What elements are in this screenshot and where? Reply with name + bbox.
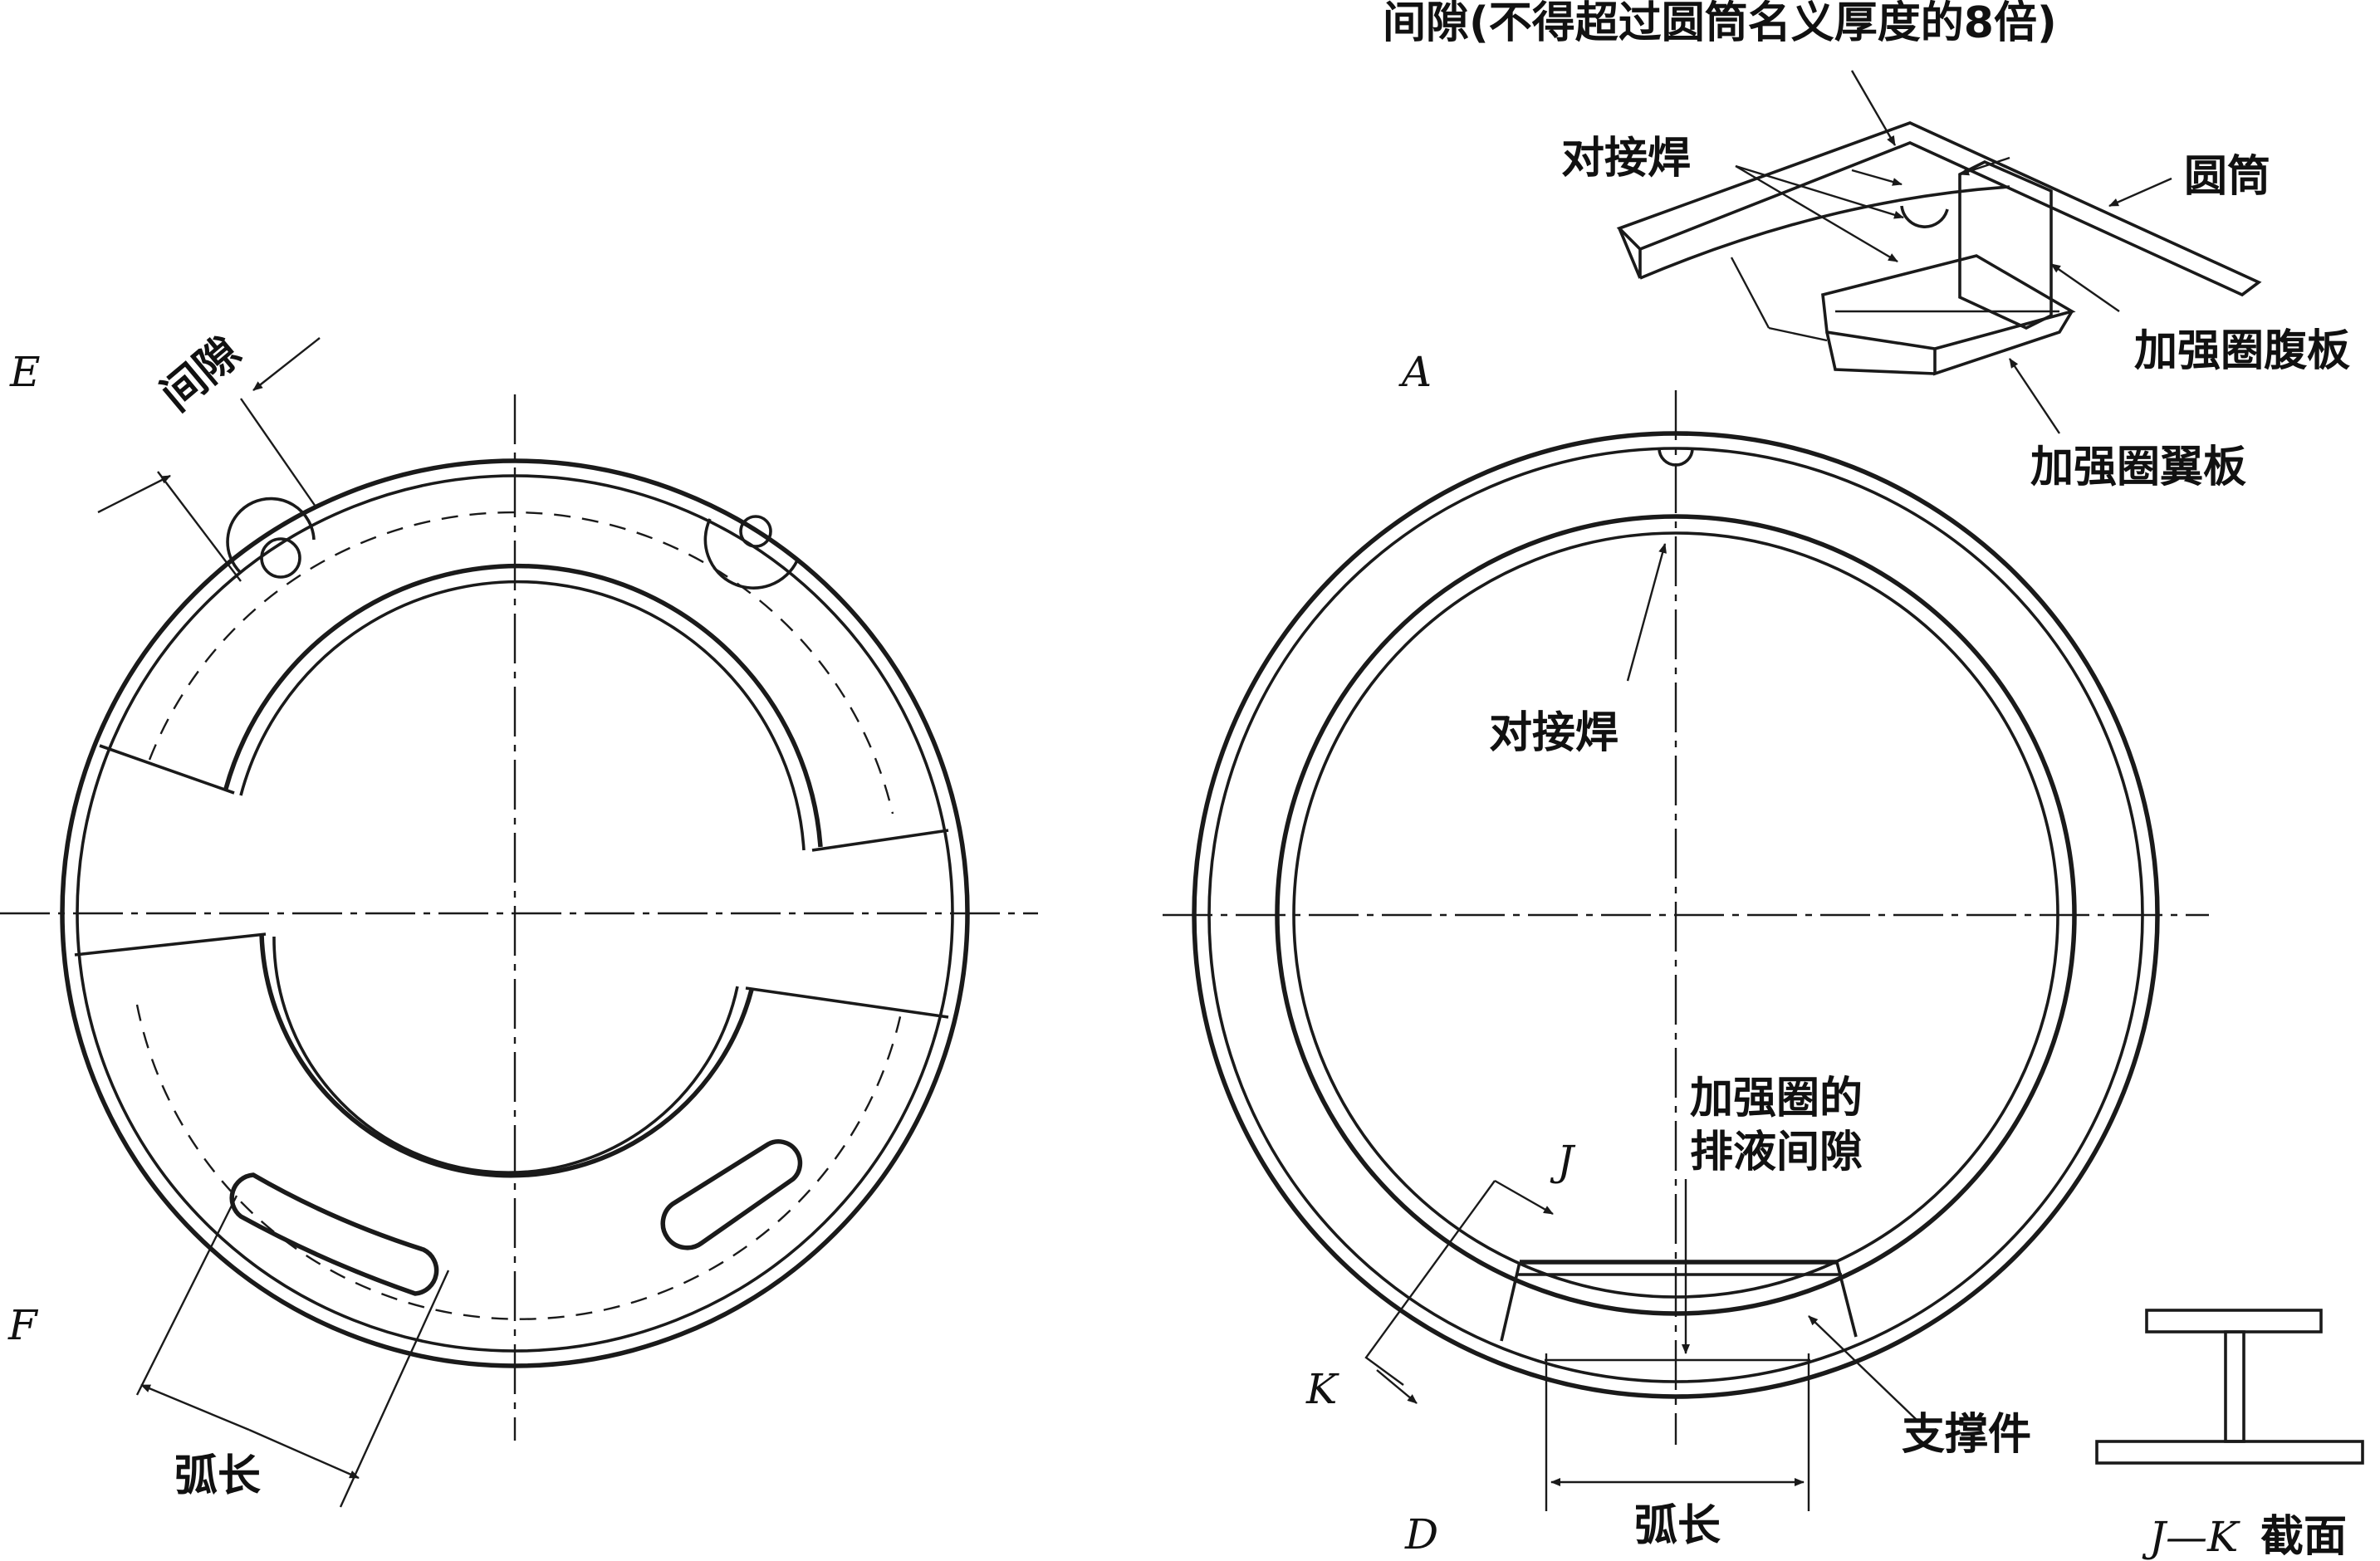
left-gap-dim-arrow-2 xyxy=(252,337,321,391)
right-ring-view xyxy=(1163,390,2209,1511)
left-arc-extension-2 xyxy=(339,1270,450,1508)
gap-note-label: 间隙(不得超过圆筒名义厚度的8倍) xyxy=(1383,0,2057,48)
left-hole-cutout-left xyxy=(226,497,316,575)
iso-gap-arrow-1 xyxy=(1851,169,1903,186)
support-left-edge xyxy=(1500,1261,1521,1342)
drain-gap-label-line1: 加强圈的 xyxy=(1690,1074,1863,1123)
flange-label: 加强圈翼板 xyxy=(2030,443,2246,492)
top-weld-leader-2 xyxy=(1735,164,1898,263)
left-hole-cutout-right xyxy=(703,518,799,590)
support-leader xyxy=(1808,1315,1917,1421)
left-arc-extension-1 xyxy=(135,1195,238,1396)
iso-flange-front xyxy=(1825,331,1936,375)
left-shell-outer xyxy=(60,458,970,1368)
iso-shell-plate-top xyxy=(1616,121,2262,297)
right-shell-inner xyxy=(1207,447,2144,1383)
section-cut-arrow-k xyxy=(1376,1369,1418,1404)
left-shell-inner xyxy=(76,474,954,1353)
section-bottom-flange xyxy=(2095,1440,2364,1465)
iso-shell-front-edge xyxy=(1618,228,1642,279)
shell-label: 圆筒 xyxy=(2184,152,2270,202)
iso-weld-mark xyxy=(1900,205,1949,228)
iso-flange-thickness xyxy=(1933,311,2074,376)
butt-weld-label: 对接焊 xyxy=(1489,708,1618,758)
shell-leader xyxy=(2108,177,2172,208)
gap-label-left: 间隙 xyxy=(152,327,250,421)
gap-note-leader xyxy=(1850,70,1897,146)
iso-web-bottom-edge xyxy=(1768,326,1828,342)
left-lower-ring-end-right xyxy=(745,986,949,1019)
arc-length-label-right: 弧长 xyxy=(1634,1501,1721,1551)
top-butt-weld-mark xyxy=(1658,448,1694,467)
section-caption-prefix: J—K xyxy=(2142,1513,2240,1561)
section-cut-line xyxy=(1364,1180,1496,1386)
left-lower-ring-end-left xyxy=(74,932,267,957)
section-letter-j: J xyxy=(1550,1137,1576,1185)
isometric-detail xyxy=(1616,70,2262,434)
web-label: 加强圈腹板 xyxy=(2134,326,2350,376)
right-ring-outer xyxy=(1275,514,2077,1316)
left-upper-dashed-arc xyxy=(148,511,894,815)
top-weld-leader-1 xyxy=(1735,164,1904,219)
arc-length-label-left: 弧长 xyxy=(174,1451,261,1501)
drain-gap-label-line2: 排液间隙 xyxy=(1690,1128,1863,1177)
left-upper-ring-end-left xyxy=(99,744,235,795)
support-right-edge xyxy=(1835,1261,1858,1338)
section-caption-title: 截面 xyxy=(2260,1512,2347,1561)
left-arc-dim-arrow-1 xyxy=(140,1383,250,1431)
flange-leader xyxy=(2009,358,2060,434)
right-ring-inner xyxy=(1292,531,2059,1299)
left-upper-ring-outer-edge xyxy=(223,563,823,848)
left-lower-dashed-arc xyxy=(135,1004,903,1320)
left-drain-hole-left xyxy=(260,537,301,579)
butt-weld-leader xyxy=(1626,543,1667,682)
support-label: 支撑件 xyxy=(1902,1410,2031,1460)
iso-flange-plate xyxy=(1821,254,2076,350)
view-letter-d: D xyxy=(1404,1510,1438,1559)
section-cut-arrow-j xyxy=(1494,1179,1554,1216)
left-upper-ring-end-right xyxy=(811,829,949,852)
iso-gap-arrow-2 xyxy=(1959,156,2010,176)
left-ring-view xyxy=(0,337,1038,1508)
section-web xyxy=(2224,1330,2245,1443)
left-slot-left xyxy=(229,1172,439,1296)
view-letter-a: A xyxy=(1398,348,1432,396)
right-shell-outer xyxy=(1192,431,2160,1399)
left-arc-dim-arrow-2 xyxy=(248,1428,360,1480)
section-top-flange xyxy=(2145,1309,2323,1333)
web-leader xyxy=(2050,263,2120,312)
section-letter-k: K xyxy=(1305,1365,1339,1413)
left-gap-dim-arrow-1 xyxy=(97,474,171,514)
view-letter-f: F xyxy=(7,1301,39,1349)
left-gap-extension-1 xyxy=(157,471,242,582)
view-letter-e: E xyxy=(9,348,41,396)
left-upper-ring-inner-edge xyxy=(239,580,806,851)
left-gap-extension-2 xyxy=(240,398,316,507)
left-lower-ring-outer-edge xyxy=(259,933,754,1178)
left-slot-right xyxy=(660,1139,803,1250)
iso-web-left-edge xyxy=(1730,257,1770,329)
left-drain-hole-right xyxy=(739,515,772,548)
jk-section-profile xyxy=(2095,1309,2364,1465)
top-butt-weld-label: 对接焊 xyxy=(1561,134,1691,184)
left-lower-ring-inner-edge xyxy=(272,936,739,1174)
